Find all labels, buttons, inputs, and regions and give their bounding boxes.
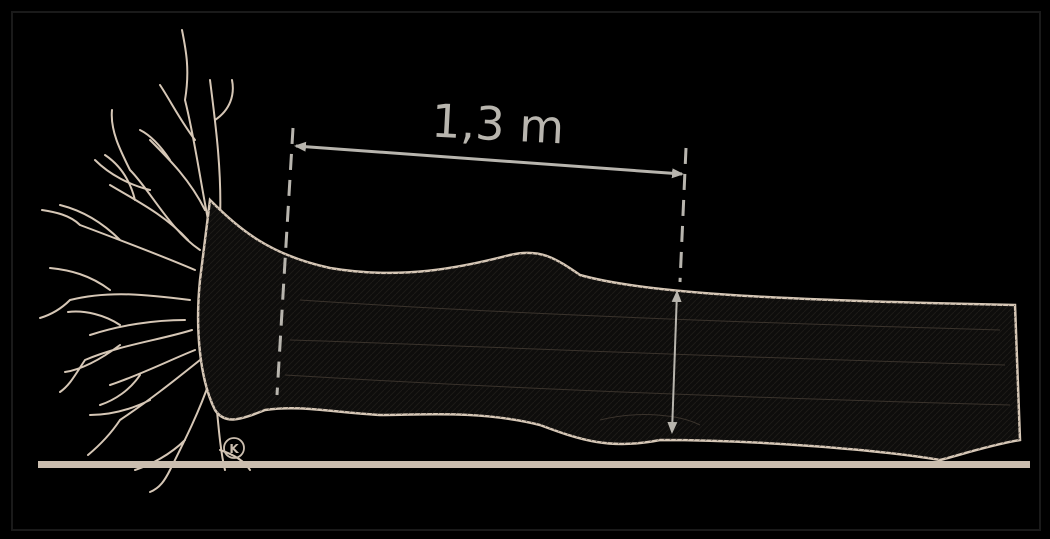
double-arrow-vertical-icon [667, 290, 682, 434]
k-circle-icon: K [223, 437, 245, 459]
dashed-reference-right [678, 147, 688, 283]
logo-letter: K [229, 442, 239, 456]
double-arrow-horizontal-icon [294, 141, 684, 179]
dashed-reference-left [275, 127, 295, 396]
frame-border [11, 11, 1041, 531]
trunk-hatching [198, 200, 1020, 460]
ground-line [38, 461, 1030, 468]
measurement-label: 1,3 m [430, 94, 565, 155]
bark-lines [284, 299, 1011, 426]
